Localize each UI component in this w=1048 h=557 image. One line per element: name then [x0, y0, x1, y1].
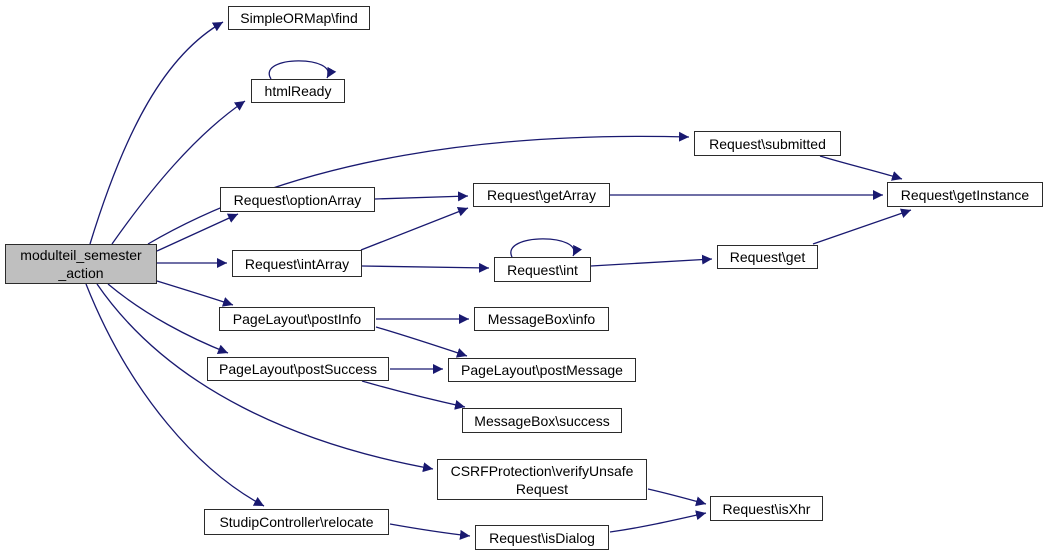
node-find[interactable]: SimpleORMap\find	[228, 6, 370, 30]
node-get[interactable]: Request\get	[717, 245, 818, 269]
node-csrf[interactable]: CSRFProtection\verifyUnsafe Request	[437, 459, 647, 500]
edge-int-to-get	[590, 254, 713, 267]
edge-main-to-optionarray	[156, 213, 239, 252]
edge-postsuccess-to-success	[361, 380, 466, 410]
edge-postinfo-to-postmessage	[375, 326, 468, 358]
node-postmessage[interactable]: PageLayout\postMessage	[448, 358, 636, 382]
node-postinfo[interactable]: PageLayout\postInfo	[219, 307, 375, 331]
edge-int-to-int	[510, 238, 583, 258]
edge-main-to-relocate	[85, 283, 265, 507]
node-success[interactable]: MessageBox\success	[462, 408, 622, 433]
edge-isdialog-to-isxhr	[609, 510, 707, 533]
edge-main-to-find	[89, 21, 224, 245]
node-postsuccess[interactable]: PageLayout\postSuccess	[207, 357, 389, 381]
edge-relocate-to-isdialog	[389, 523, 471, 540]
node-getinstance[interactable]: Request\getInstance	[887, 182, 1043, 207]
edge-main-to-csrf	[96, 283, 434, 473]
node-info[interactable]: MessageBox\info	[474, 307, 609, 331]
edge-main-to-submitted	[147, 131, 690, 245]
node-intarray[interactable]: Request\intArray	[232, 250, 362, 277]
node-main: modulteil_semester _action	[5, 244, 157, 284]
edge-intarray-to-getarray	[360, 206, 469, 251]
node-int[interactable]: Request\int	[494, 257, 591, 282]
edge-csrf-to-isxhr	[647, 488, 707, 507]
edge-get-to-getinstance	[812, 208, 912, 245]
node-getarray[interactable]: Request\getArray	[473, 183, 610, 207]
node-relocate[interactable]: StudipController\relocate	[204, 509, 389, 535]
node-isdialog[interactable]: Request\isDialog	[475, 525, 609, 550]
node-isxhr[interactable]: Request\isXhr	[710, 496, 823, 521]
node-submitted[interactable]: Request\submitted	[694, 131, 841, 156]
edge-submitted-to-getinstance	[819, 155, 903, 181]
node-optionarray[interactable]: Request\optionArray	[220, 187, 375, 212]
edge-intarray-to-int	[361, 262, 490, 273]
node-htmlready[interactable]: htmlReady	[251, 79, 345, 103]
edge-main-to-htmlready	[111, 100, 246, 245]
edge-optionarray-to-getarray	[374, 191, 469, 202]
edge-htmlready-to-htmlready	[268, 60, 337, 80]
edge-main-to-postsuccess	[107, 283, 229, 354]
edge-main-to-postinfo	[156, 280, 234, 307]
